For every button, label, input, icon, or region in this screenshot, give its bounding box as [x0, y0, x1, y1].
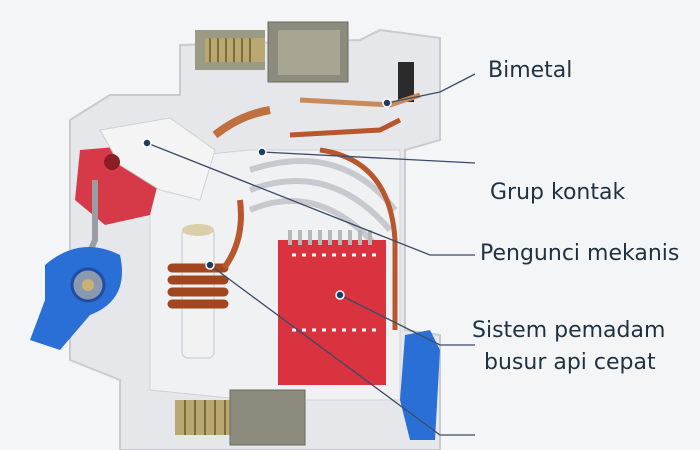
leader-line-contact-group — [261, 151, 476, 164]
bottom-terminal — [175, 389, 306, 446]
leader-line-bimetal — [386, 73, 476, 104]
label-contact-group: Grup kontak — [490, 180, 626, 205]
leader-line-coil — [209, 264, 475, 436]
label-mechanical-lock: Pengunci mekanis — [480, 241, 680, 266]
din-rail-clip — [400, 330, 440, 440]
white-latch — [99, 117, 216, 201]
leader-line-mechanical-lock — [146, 142, 475, 256]
label-bimetal: Bimetal — [488, 58, 573, 83]
marker-dot-coil — [205, 260, 215, 270]
top-terminal — [195, 21, 349, 83]
copper-braid — [212, 106, 271, 139]
label-arc-system-line2: busur api cepat — [484, 350, 656, 375]
leader-line-arc-system — [339, 294, 475, 346]
arc-guide-curves — [248, 158, 398, 252]
marker-dot-arc-system — [335, 290, 345, 300]
magnetic-coil — [167, 199, 244, 359]
marker-dot-contact-group — [257, 147, 267, 157]
arc-chute — [278, 230, 386, 385]
blue-handle — [30, 247, 122, 350]
label-arc-system-line1: Sistem pemadam — [472, 318, 666, 343]
marker-dot-bimetal — [382, 98, 392, 108]
marker-dot-mechanical-lock — [142, 138, 152, 148]
copper-strip — [289, 117, 402, 330]
